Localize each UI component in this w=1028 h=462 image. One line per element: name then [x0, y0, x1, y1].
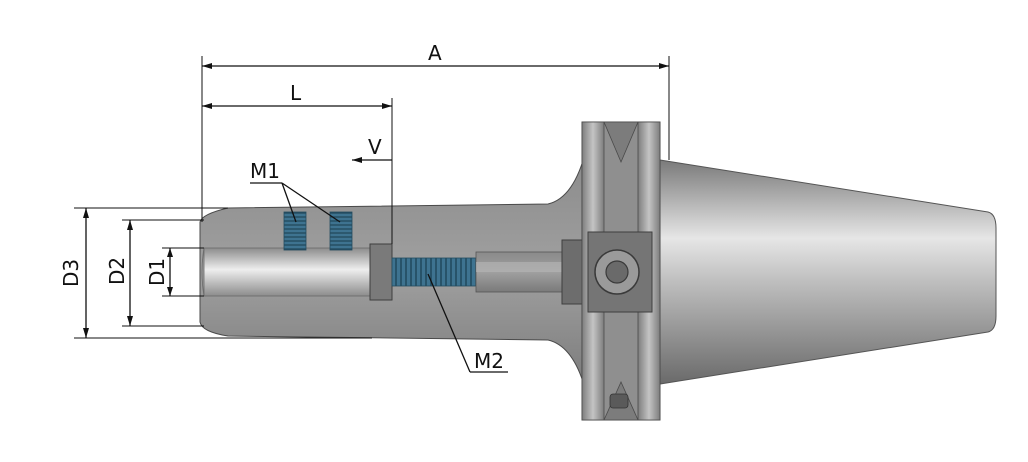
label-v: V: [368, 135, 382, 159]
thread-m1-a: [283, 211, 307, 251]
label-d2: D2: [105, 257, 129, 285]
label-l: L: [290, 81, 302, 105]
label-m2: M2: [474, 349, 504, 373]
thread-m2: [391, 257, 477, 287]
bore: [203, 247, 373, 297]
steep-taper: [659, 159, 997, 385]
relief-step: [369, 243, 393, 301]
label-d1: D1: [145, 258, 169, 286]
label-a: A: [428, 41, 442, 65]
label-m1: M1: [250, 159, 280, 183]
flange: [581, 121, 661, 421]
thread-m1-b: [329, 211, 353, 251]
label-d3: D3: [59, 259, 83, 287]
